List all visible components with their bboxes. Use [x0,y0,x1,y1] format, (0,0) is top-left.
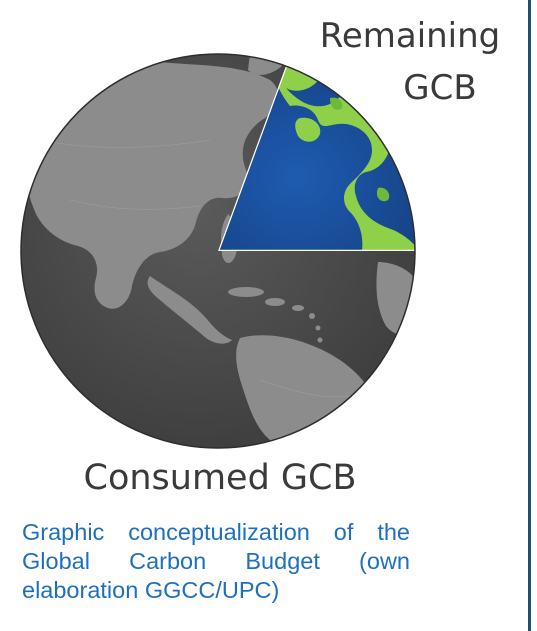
remaining-label-line2: GCB [403,68,477,108]
remaining-land-spots [330,97,390,202]
central-america-land [147,276,232,344]
remaining-label-line1: Remaining [319,16,501,56]
remaining-ocean [218,66,416,251]
country-borders [39,139,351,398]
north-america-land [21,61,279,309]
remaining-land-islands [295,117,321,142]
globe-outline [20,53,416,449]
frame-right-border [528,0,531,631]
caribbean-islands [228,287,323,343]
remaining-gcb-label: Remaining GCB [300,10,520,114]
consumed-gcb-label: Consumed GCB [83,458,357,498]
figure-caption: Graphic conceptualization of the Global … [22,519,410,603]
carbon-budget-globe-diagram [20,53,416,449]
